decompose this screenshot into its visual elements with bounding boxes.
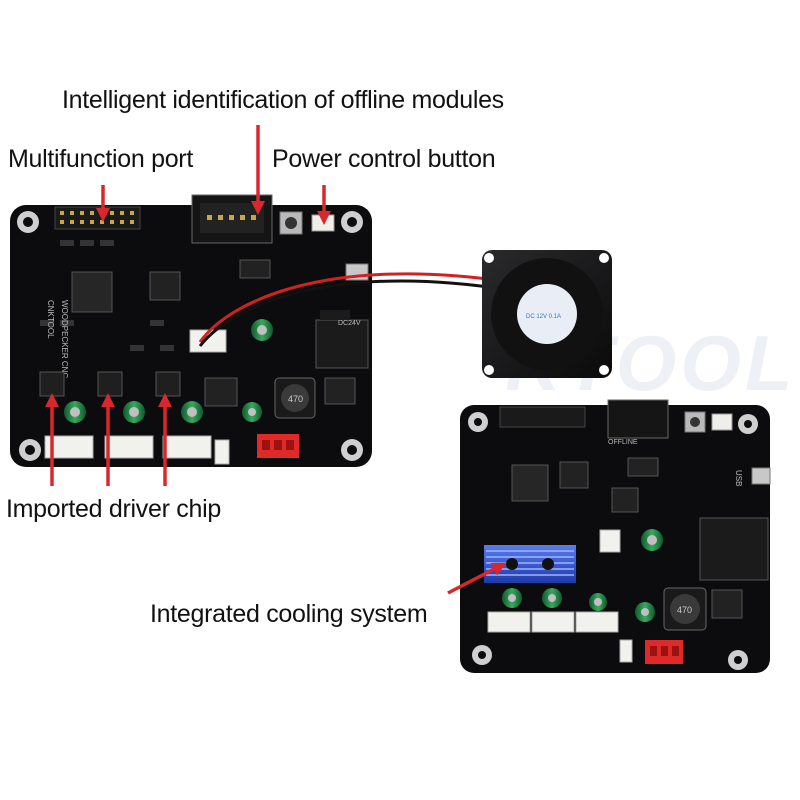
inductor-label-left: 470 [288,394,303,404]
label-cooling-system: Integrated cooling system [150,600,428,628]
mcu-chip-left [71,271,113,313]
fan-label: DC 12V 0.1A [526,314,561,320]
driver-chips-left [39,371,181,397]
inductor-label-right: 470 [677,605,692,615]
usb-label-right: USB [734,470,743,486]
dc-label-left: DC24V [338,320,361,327]
heatsink [484,545,576,583]
board-model-text-left: WOODPECKER CNC [60,300,69,378]
label-driver-chip: Imported driver chip [6,495,221,523]
left-board: WOODPECKER CNC CNKTOOL 470 DC24V [10,194,372,467]
callout-arrows [45,125,507,595]
offline-connector-right [607,399,669,439]
motor-connectors-left [44,435,230,465]
capacitors-left [64,319,273,423]
label-multifunction-port: Multifunction port [8,145,193,173]
right-board: USB OFFLINE 470 [460,399,771,673]
label-power-button: Power control button [272,145,496,173]
usb-port-right [751,467,771,485]
label-offline-modules: Intelligent identification of offline mo… [62,86,504,114]
board-brand-text-left: CNKTOOL [46,300,55,339]
pin-header-left [54,206,141,230]
dc-jack-right [699,517,769,581]
dc-jack-left [315,319,369,369]
cooling-fan: DC 12V 0.1A [482,250,612,378]
offline-label-right: OFFLINE [608,439,638,446]
